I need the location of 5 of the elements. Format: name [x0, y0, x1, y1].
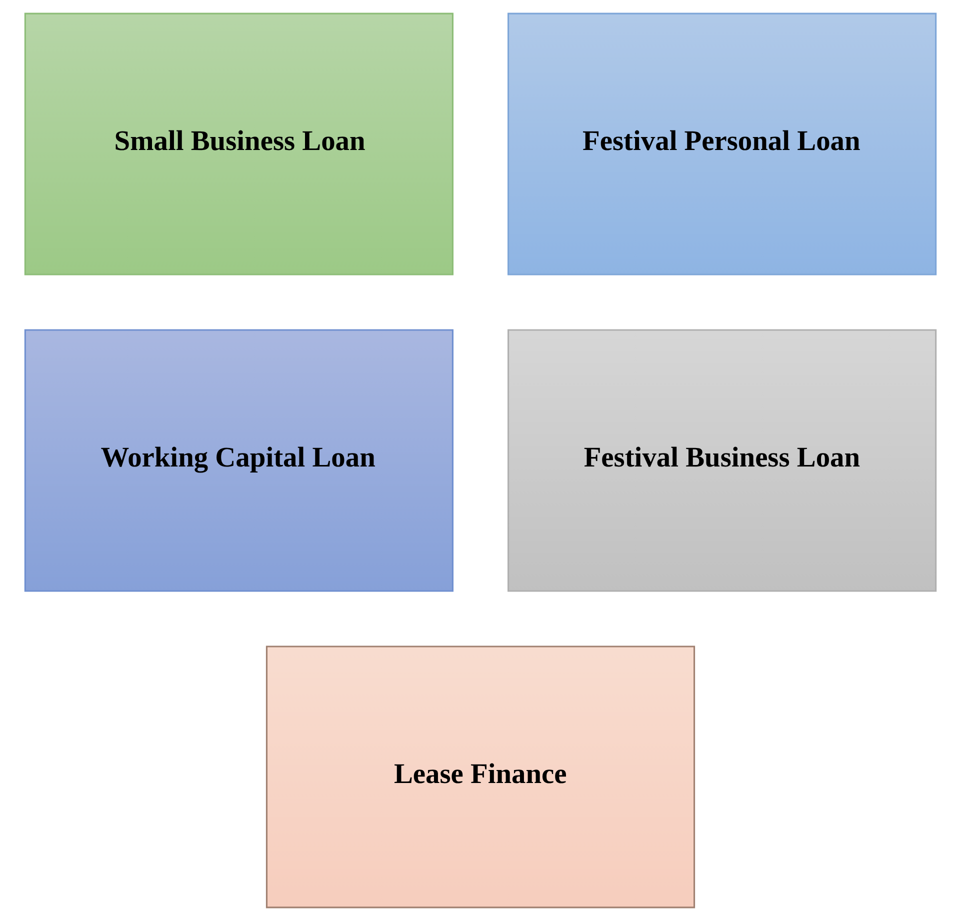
node-box: Working Capital Loan [24, 329, 454, 592]
node-box: Lease Finance [266, 646, 696, 908]
node-box: Festival Business Loan [508, 329, 937, 592]
node-box: Small Business Loan [24, 12, 454, 276]
node-box: Festival Personal Loan [508, 12, 937, 276]
